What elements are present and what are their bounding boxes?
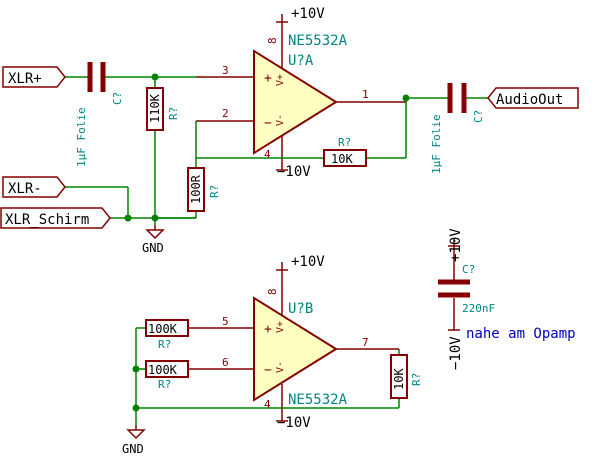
- opamp-a-minus-sign: −: [264, 116, 272, 131]
- res-bias-value: 110K: [148, 93, 162, 123]
- opamp-b-plus-sign: +: [264, 322, 272, 337]
- rail-neg-a: −10V: [277, 164, 311, 180]
- res-b6-ref: R?: [158, 378, 171, 391]
- cap-dec-ref: C?: [462, 263, 475, 276]
- res-b6-value: 100K: [148, 363, 178, 377]
- res-b5-value: 100K: [148, 322, 178, 336]
- opamp-b-vpos-label: V+: [275, 321, 286, 333]
- port-xlr-minus-label: XLR-: [8, 181, 42, 197]
- opamp-b-pin5: 5: [222, 315, 229, 328]
- resistor-b-out[interactable]: 10K R?: [390, 354, 423, 399]
- rail-pos-a: +10V: [291, 6, 325, 22]
- opamp-a-part: NE5532A: [288, 33, 348, 49]
- port-audio-out[interactable]: AudioOut: [487, 87, 579, 109]
- capacitor-input[interactable]: C? 1µF Folie: [75, 62, 124, 167]
- port-xlr-plus-label: XLR+: [8, 71, 42, 87]
- port-xlr-plus[interactable]: XLR+: [2, 66, 66, 88]
- opamp-b-ref: U?B: [288, 301, 313, 317]
- resistor-feedback[interactable]: 10K R?: [323, 136, 367, 167]
- resistor-shield[interactable]: 100R R?: [187, 167, 221, 212]
- opamp-b-pin6: 6: [222, 356, 229, 369]
- opamp-a-ref: U?A: [288, 53, 314, 69]
- port-audio-out-label: AudioOut: [496, 92, 563, 108]
- capacitor-output[interactable]: C? 1µF Folie: [430, 83, 485, 174]
- resistor-b-pin5[interactable]: 100K R?: [145, 319, 196, 351]
- opamp-b-minus-sign: −: [264, 363, 272, 378]
- opamp-a-body: [253, 49, 338, 155]
- capacitor-decoupling[interactable]: C? 220nF +10V −10V: [438, 228, 495, 370]
- res-shield-ref: R?: [208, 185, 221, 198]
- dec-rail-neg: −10V: [448, 336, 464, 370]
- resistor-bias[interactable]: 110K R?: [146, 87, 180, 131]
- res-fb-ref: R?: [338, 136, 351, 149]
- power-neg-b: −10V: [276, 415, 311, 431]
- opamp-b-vneg-label: V-: [275, 361, 286, 373]
- opamp-a-pin2: 2: [222, 107, 229, 120]
- res-shield-value: 100R: [189, 174, 203, 204]
- cap-out-ref: C?: [472, 110, 485, 123]
- resistor-b-pin6[interactable]: 100K R?: [145, 360, 196, 391]
- opamp-a-pin3: 3: [222, 64, 229, 77]
- opamp-a-plus-sign: +: [264, 71, 272, 86]
- opamp-b-body: [253, 296, 338, 402]
- res-bias-ref: R?: [167, 107, 180, 120]
- annotation-note: nahe am Opamp: [466, 326, 576, 342]
- ground-bottom: GND: [122, 425, 146, 456]
- res-fb-value: 10K: [331, 152, 353, 166]
- dec-rail-pos: +10V: [448, 228, 464, 262]
- res-bout-value: 10K: [392, 368, 406, 390]
- opamp-b-pin8: 8: [266, 288, 279, 295]
- opamp-a-pin1: 1: [362, 88, 369, 101]
- opamp-b-pin7: 7: [362, 336, 369, 349]
- res-bout-ref: R?: [410, 373, 423, 386]
- opamp-u-a[interactable]: + − V+ V- 3 2 1 8 4 NE5532A U?A: [196, 22, 406, 170]
- power-pos-a: +10V: [276, 6, 325, 23]
- port-xlr-minus[interactable]: XLR-: [2, 176, 66, 198]
- opamp-a-vneg-label: V-: [275, 114, 286, 126]
- gnd-bottom-label: GND: [122, 442, 144, 456]
- opamp-a-pin8: 8: [266, 37, 279, 44]
- opamp-a-pin4: 4: [264, 148, 271, 161]
- power-neg-a: −10V: [276, 164, 311, 180]
- cap-dec-value: 220nF: [462, 302, 495, 315]
- rail-neg-b: −10V: [277, 415, 311, 431]
- cap-in-ref: C?: [111, 92, 124, 105]
- opamp-b-pin4: 4: [264, 398, 271, 411]
- cap-in-value: 1µF Folie: [75, 107, 88, 167]
- port-xlr-shield-label: XLR_Schirm: [5, 212, 89, 228]
- junctions: [124, 73, 410, 412]
- port-xlr-shield[interactable]: XLR_Schirm: [0, 207, 111, 229]
- res-b5-ref: R?: [158, 338, 171, 351]
- power-pos-b: +10V: [276, 254, 325, 271]
- gnd-top-label: GND: [142, 241, 164, 255]
- opamp-u-b[interactable]: + − V+ V- 5 6 7 8 4 U?B NE5532A: [196, 270, 399, 421]
- rail-pos-b: +10V: [291, 254, 325, 270]
- ground-top: GND: [142, 225, 165, 255]
- opamp-b-part: NE5532A: [288, 392, 348, 408]
- opamp-a-vpos-label: V+: [275, 74, 286, 86]
- cap-out-value: 1µF Folie: [430, 114, 443, 174]
